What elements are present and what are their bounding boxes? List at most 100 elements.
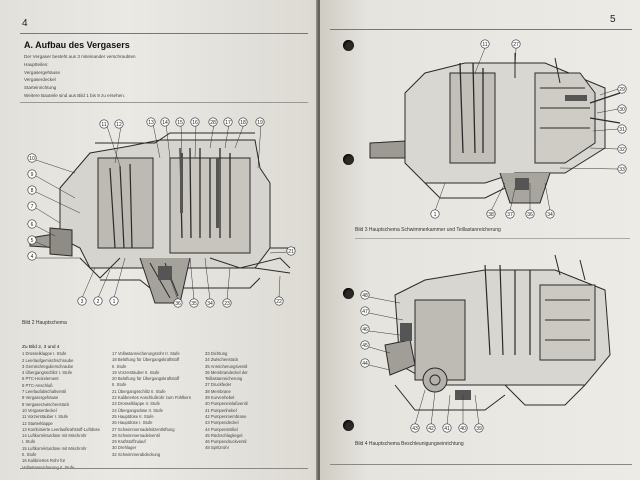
callout-label: 11 — [482, 42, 487, 48]
callout-label: 23 — [224, 301, 230, 307]
callout-label: 15 — [177, 120, 183, 126]
callout-label: 29 — [619, 87, 625, 93]
legend-item: 43 Pumpendeckel — [205, 420, 239, 426]
callout-label: 33 — [619, 167, 625, 173]
legend-item: 40 Pumpeneinlaßventil — [205, 401, 248, 407]
legend-column: 33 Dichtung 34 Zwischenstück 35 Anreiche… — [205, 351, 248, 452]
callout-label: 13 — [148, 120, 154, 126]
callout-label: 38 — [488, 212, 494, 218]
callout-label: 9 — [31, 172, 34, 178]
legend-item: 33 Dichtung — [205, 351, 228, 356]
callout-label: 4 — [31, 254, 34, 260]
callout-label: 1 — [434, 212, 437, 218]
intro-line: Hauptteilen: — [24, 61, 49, 67]
legend-item: 42 Pumpenmembrane — [205, 413, 247, 419]
legend-heading: Zu Bild 2, 3 und 4 — [22, 345, 60, 350]
callout-label: 27 — [513, 42, 519, 48]
callout-label: 28 — [210, 120, 216, 126]
callout-label: 34 — [547, 212, 553, 218]
callout-label: 34 — [207, 301, 213, 307]
book-gutter — [316, 0, 322, 480]
legend-item: 9 Vergaserzwischenstück — [22, 401, 70, 407]
divider — [355, 238, 630, 239]
footer-rule — [330, 464, 632, 465]
callout-label: 36 — [175, 301, 181, 307]
binder-hole — [343, 288, 354, 299]
callout-label: 1 — [113, 299, 116, 305]
legend-item: 38 Membrane — [205, 388, 231, 394]
callout-label: 31 — [619, 127, 625, 133]
legend-item: 21 Übergangsschlitz II. Stufe — [112, 388, 166, 394]
legend-item: 7 Leerlaufabschaltventil — [22, 389, 66, 395]
callout-label: 19 — [257, 120, 263, 126]
intro-line: Weitere Bauteile sind aus Bild 1 bis 9 z… — [24, 92, 126, 98]
legend-item: 41 Pumpenhebel — [205, 407, 237, 413]
legend-item: 46 Pumpendruckventil — [205, 439, 247, 445]
legend-item: 32 Schwimmerabdeckung — [112, 451, 161, 457]
callout-label: 6 — [31, 222, 34, 228]
legend-item: 12 Starterklappe — [22, 420, 53, 426]
callout-label: 30 — [619, 107, 625, 113]
legend-item: 34 Zwischenstück — [205, 357, 239, 363]
callout-label: 11 — [101, 122, 106, 128]
legend-item: 16 Kalibriertes Rohr für — [22, 458, 66, 464]
callout-label: 37 — [507, 212, 513, 218]
legend-item: 36 Membrandeckel der — [205, 369, 248, 375]
legend-item: 20 Belüftung für Übergangskraftstoff — [112, 376, 180, 382]
legend-item: Teillastanreicherung — [205, 376, 243, 382]
legend-item: 6 PTC-Anschluß — [22, 382, 53, 388]
intro-text: Der Vergaser besteht aus 3 miteinander v… — [24, 53, 204, 100]
legend-item: 18 Belüftung für Übergangskraftstoff — [112, 357, 180, 363]
page-number: 4 — [22, 18, 28, 29]
legend-item: 17 Vollastanreicherungsrohr II. Stufe — [112, 351, 180, 356]
legend-item: 4 Übergangsschlitz I. Stufe — [22, 370, 73, 376]
legend-column: 17 Vollastanreicherungsrohr II. Stufe 18… — [112, 351, 191, 458]
figure3-caption: Bild 3 Hauptschema Schwimmerkammer und T… — [355, 227, 501, 233]
legend-item: 30 Drehlager — [112, 445, 137, 451]
callout-label: 48 — [362, 293, 368, 299]
section-title: A. Aufbau des Vergasers — [24, 40, 130, 50]
callout-label: 22 — [276, 299, 282, 305]
carburetor-diagram-bild3: 11 27 29 30 31 32 33 1 38 37 36 34 — [369, 39, 627, 219]
intro-line: Vergaserdeckel — [24, 77, 56, 83]
callout-label: 16 — [192, 120, 198, 126]
callout-label: 5 — [31, 238, 34, 244]
legend-item: 11 Vorzerstäuber I. Stufe — [22, 414, 69, 420]
intro-line: Vergasergehäuse — [24, 69, 61, 75]
figure4-caption: Bild 4 Hauptschema Beschleunigungseinric… — [355, 441, 464, 447]
legend-item: 29 Kraftstoffzulauf — [112, 439, 146, 445]
callout-label: 43 — [412, 426, 418, 432]
legend-item: 15 Luftkorrekturdüse mit Mischrohr — [22, 445, 87, 451]
callout-label: 18 — [240, 120, 246, 126]
legend-item: 27 Schwimmernadelsitzentlüftung — [112, 426, 175, 432]
callout-label: 47 — [362, 309, 368, 315]
callout-label: 7 — [31, 204, 34, 210]
carburetor-diagram-bild4: 48 47 46 45 44 43 42 41 40 39 — [360, 254, 611, 433]
callout-label: 41 — [444, 426, 450, 432]
legend-item: 28 Schwimmernadelventil — [112, 432, 160, 438]
callout-label: 8 — [31, 188, 34, 194]
legend-item: 19 Vorzerstäuber II. Stufe — [112, 369, 160, 375]
callout-label: 45 — [362, 343, 368, 349]
right-page: 5 — [320, 0, 640, 480]
callout-label: 39 — [476, 426, 482, 432]
callout-label: 46 — [362, 327, 368, 333]
callout-label: 44 — [362, 361, 368, 367]
callout-label: 42 — [428, 426, 434, 432]
carburetor-diagram-bild2: 11 12 13 14 15 16 28 17 18 19 10 9 8 7 6… — [27, 117, 296, 308]
legend-item: 45 Rückschlagkegel — [205, 432, 243, 438]
legend-item: 44 Pumpenstößel — [205, 426, 238, 432]
divider — [20, 102, 308, 103]
callout-label: 36 — [527, 212, 533, 218]
figure-caption: Bild 2 Hauptschema — [22, 320, 67, 326]
intro-line: Der Vergaser besteht aus 3 miteinander v… — [24, 54, 136, 59]
callout-label: 21 — [288, 249, 294, 255]
binder-hole — [343, 420, 354, 431]
legend-item: 25 Hauptdüse II. Stufe — [112, 413, 154, 419]
callout-label: 40 — [460, 426, 466, 432]
callout-label: 35 — [191, 301, 197, 307]
legend-item: II. Stufe — [22, 452, 37, 458]
header-rule — [20, 33, 308, 34]
binder-hole — [343, 154, 354, 165]
legend-item: 26 Hauptdüse I. Stufe — [112, 420, 153, 426]
